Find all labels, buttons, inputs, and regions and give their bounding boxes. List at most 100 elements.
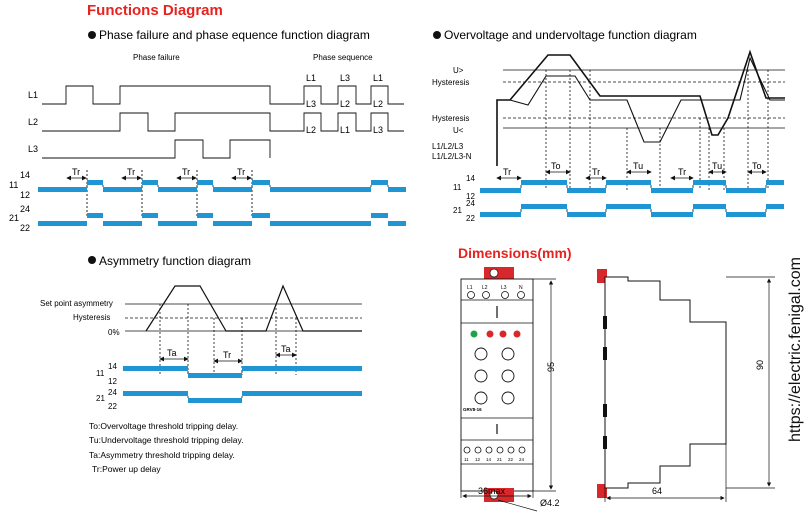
relay-label: 12 bbox=[108, 377, 117, 386]
side-view bbox=[597, 269, 727, 498]
terminal-label: 11 bbox=[464, 457, 469, 462]
relay-transition-lines-3 bbox=[187, 371, 243, 398]
website-url[interactable]: https://electric.fenigal.com bbox=[787, 257, 804, 442]
section1-title: Phase failure and phase equence function… bbox=[99, 28, 370, 42]
label-l1l2l3-n: L1/L2/L3-N bbox=[432, 152, 472, 161]
relay-label: 24 bbox=[466, 199, 475, 208]
relay-label: 12 bbox=[20, 190, 30, 200]
hole-dimension: Ø4.2 bbox=[540, 498, 560, 508]
seq-label: L1 bbox=[306, 73, 316, 83]
legend: To:Overvoltage threshold tripping delay.… bbox=[89, 421, 244, 474]
top-terminal-labels: L1 L2 L3 N bbox=[467, 285, 523, 291]
section3-title: Asymmetry function diagram bbox=[99, 254, 251, 268]
depth-dimension: 64 bbox=[652, 486, 662, 496]
delay-label: Ta bbox=[167, 348, 177, 358]
side-clip-top bbox=[597, 269, 607, 283]
phase-sequence-label: Phase sequence bbox=[313, 53, 373, 62]
relay-label: 11 bbox=[453, 183, 462, 192]
voltage-labels: U> Hysteresis Hysteresis U< L1/L2/L3 L1/… bbox=[432, 66, 472, 161]
voltage-delay-arrows bbox=[496, 169, 767, 181]
relay-labels-1: 14 11 12 21 24 22 bbox=[9, 170, 30, 233]
relay-label: 21 bbox=[453, 206, 462, 215]
bullet-dot bbox=[88, 256, 96, 264]
relay-labels-2: 14 11 12 24 21 22 bbox=[453, 174, 475, 223]
relay-label: 11 bbox=[9, 180, 18, 190]
label-u-under: U< bbox=[453, 126, 464, 135]
relay-label: 21 bbox=[9, 213, 19, 223]
asymmetry-guide-lines bbox=[159, 304, 297, 375]
adjust-knobs bbox=[474, 347, 515, 405]
dimensions-title: Dimensions(mm) bbox=[458, 245, 572, 261]
delay-label: Tr bbox=[503, 167, 511, 177]
label-hysteresis: Hysteresis bbox=[432, 78, 469, 87]
voltage-reference-lines bbox=[503, 69, 785, 129]
seq-label: L3 bbox=[340, 73, 350, 83]
delay-label: Ta bbox=[281, 344, 291, 354]
row-label-l1: L1 bbox=[28, 90, 38, 100]
legend-item: Ta:Asymmetry threshold tripping delay. bbox=[89, 450, 235, 460]
top-terminal-screws bbox=[467, 291, 525, 299]
led-green bbox=[470, 330, 478, 338]
relay-labels-3: 14 11 12 24 21 22 bbox=[96, 362, 117, 411]
terminal-label: L1 bbox=[467, 285, 473, 291]
seq-label: L2 bbox=[373, 99, 383, 109]
voltage-curves bbox=[496, 49, 785, 166]
row-label-l2: L2 bbox=[28, 117, 38, 127]
phase-failure-label: Phase failure bbox=[133, 53, 180, 62]
seq-label: L3 bbox=[306, 99, 316, 109]
tr-label: Tr bbox=[72, 167, 80, 177]
relay-label: 14 bbox=[20, 170, 30, 180]
legend-item: To:Overvoltage threshold tripping delay. bbox=[89, 421, 238, 431]
bottom-terminal-screws bbox=[463, 446, 526, 454]
relay-label: 22 bbox=[466, 214, 475, 223]
side-profile bbox=[604, 276, 727, 489]
relay-transition-lines-2 bbox=[520, 185, 767, 212]
seq-label: L1 bbox=[373, 73, 383, 83]
top-clip-screw bbox=[489, 268, 499, 278]
terminal-label: 22 bbox=[508, 457, 514, 462]
relay-label: 14 bbox=[108, 362, 117, 371]
seq-label: L3 bbox=[373, 125, 383, 135]
terminal-label: 14 bbox=[486, 457, 492, 462]
asymmetry-delay-labels: Ta Tr Ta bbox=[167, 344, 291, 360]
model-label: GRV8-16 bbox=[463, 407, 482, 412]
asymmetry-labels: Set point asymmetry Hysteresis 0% bbox=[40, 299, 120, 337]
section2-title: Overvoltage and undervoltage function di… bbox=[444, 28, 697, 42]
relay-label: 22 bbox=[20, 223, 30, 233]
led-red bbox=[513, 330, 521, 338]
sequence-labels: L1 L3 L2 L3 L2 L1 L1 L2 L3 bbox=[306, 73, 383, 135]
bottom-terminal-labels: 11 12 14 21 22 24 bbox=[464, 457, 525, 462]
terminal-label: 21 bbox=[497, 457, 503, 462]
led-red bbox=[486, 330, 494, 338]
label-hysteresis: Hysteresis bbox=[432, 114, 469, 123]
relay-label: 11 bbox=[96, 369, 105, 378]
relay-label: 21 bbox=[96, 394, 105, 403]
status-leds bbox=[470, 330, 521, 338]
delay-label: Tu bbox=[633, 161, 643, 171]
label-l1l2l3: L1/L2/L3 bbox=[432, 142, 464, 151]
tr-label: Tr bbox=[237, 167, 245, 177]
top-clip bbox=[484, 267, 514, 280]
bullet-dot bbox=[433, 31, 441, 39]
relay-label: 22 bbox=[108, 402, 117, 411]
tr-labels: Tr Tr Tr Tr bbox=[72, 167, 245, 177]
front-dimension-lines bbox=[460, 278, 556, 512]
voltage-delay-labels: Tr To Tr Tu Tr Tu To bbox=[503, 161, 762, 177]
led-red bbox=[499, 330, 507, 338]
delay-label: Tr bbox=[678, 167, 686, 177]
legend-item: Tr:Power up delay bbox=[92, 464, 161, 474]
label-set-point: Set point asymmetry bbox=[40, 299, 113, 308]
asymmetry-delay-arrows bbox=[159, 352, 297, 364]
delay-label: Tr bbox=[223, 350, 231, 360]
tr-label: Tr bbox=[127, 167, 135, 177]
width-dimension: 36max bbox=[478, 486, 506, 496]
relay-label: 24 bbox=[108, 388, 117, 397]
label-hysteresis: Hysteresis bbox=[73, 313, 110, 322]
terminal-label: N bbox=[519, 285, 523, 291]
side-height-dimension: 90 bbox=[755, 360, 765, 370]
delay-label: Tr bbox=[592, 167, 600, 177]
seq-label: L2 bbox=[340, 99, 350, 109]
relay-contacts-1 bbox=[38, 180, 406, 226]
relay-label: 12 bbox=[466, 192, 475, 201]
